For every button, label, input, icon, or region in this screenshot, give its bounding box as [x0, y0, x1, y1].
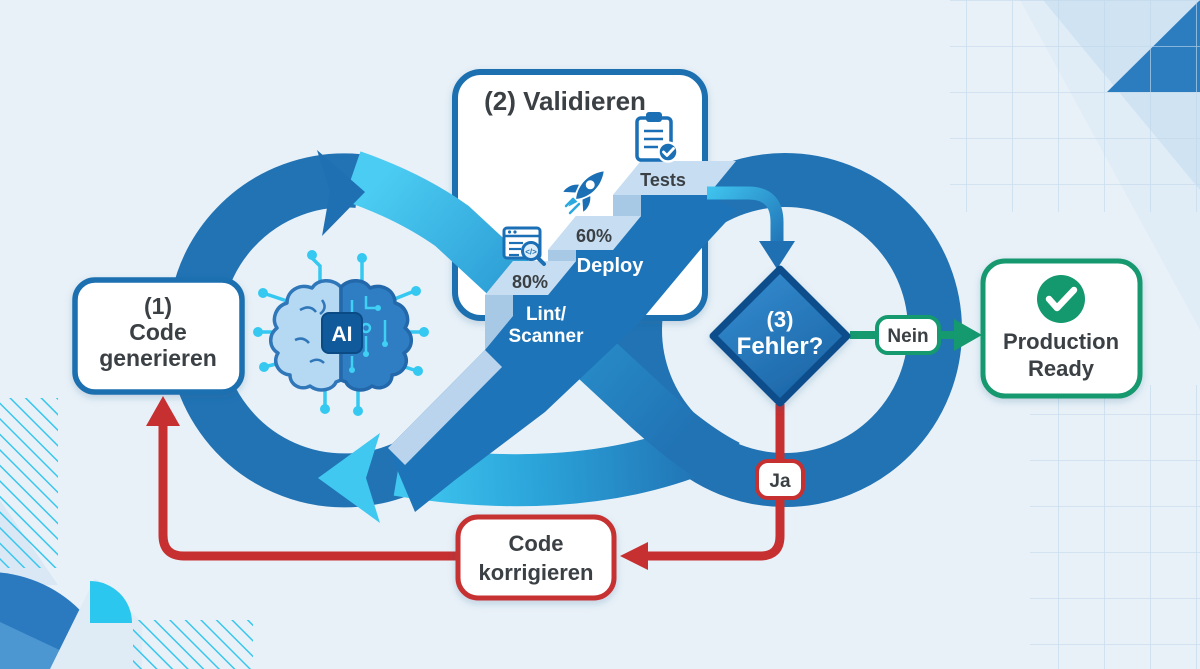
- stair-1-percent: 80%: [512, 272, 548, 292]
- staircase-front-face: [388, 195, 737, 512]
- production-box-frame: [980, 258, 1143, 399]
- no-label-text: Nein: [887, 326, 928, 347]
- no-label: Nein: [875, 315, 941, 355]
- fix-box-line1: Code: [509, 531, 564, 556]
- brain-folds: [294, 299, 326, 364]
- decision-line1: (3): [767, 307, 794, 332]
- tests-to-decision-arrow: [707, 186, 795, 269]
- decision-diamond: [709, 265, 851, 407]
- rocket-icon: [563, 171, 604, 215]
- stair-1-name-line1: Lint/: [526, 304, 567, 325]
- stripes-upper: [0, 398, 58, 568]
- stair-top-3: [613, 161, 736, 195]
- check-circle-icon: [1037, 275, 1085, 323]
- staircase-edge-bevel: [388, 350, 502, 465]
- brain-circuits: [350, 296, 387, 368]
- arrowhead-into-production-icon: [954, 319, 982, 351]
- production-line1: Production: [1003, 329, 1119, 354]
- decoration-top-right: [950, 0, 1200, 330]
- fix-box: [455, 514, 617, 601]
- stair-top-2: [548, 216, 641, 250]
- stair-top-1: [485, 261, 576, 295]
- cyan-quarter-circle: [90, 581, 132, 623]
- yes-label: Ja: [755, 459, 805, 500]
- stair-2-name: Deploy: [577, 255, 645, 277]
- generate-box: [72, 277, 245, 395]
- brain-ai-icon: AI: [253, 250, 429, 416]
- grid-top-right: [950, 0, 1200, 212]
- loop-arrowhead-top-icon: [317, 150, 365, 236]
- fix-box-frame: [455, 514, 617, 601]
- decision-diamond-shape: [709, 265, 851, 407]
- ai-chip-label: AI: [332, 323, 353, 346]
- stair-2-percent: 60%: [576, 226, 612, 246]
- generate-box-line2: Code: [129, 319, 187, 345]
- clipboard-check-icon: [635, 112, 679, 163]
- scanner-code-glyph: </>: [525, 248, 537, 257]
- arrowhead-into-generate-box-icon: [146, 396, 180, 426]
- decision-line2: Fehler?: [737, 333, 824, 360]
- ai-chip: [321, 312, 363, 354]
- stripes-lower: [133, 620, 253, 669]
- yes-label-text: Ja: [769, 471, 791, 492]
- circuit-dots: [253, 250, 429, 416]
- arrowhead-into-fix-box-icon: [620, 542, 648, 570]
- stair-3-label: Tests: [640, 170, 686, 190]
- return-path-segment: [158, 424, 458, 561]
- loop-arrowhead-left-icon: [318, 433, 380, 523]
- production-line2: Ready: [1028, 356, 1095, 381]
- production-box: [980, 258, 1143, 399]
- correction-path: [158, 404, 785, 561]
- stair-1-name-line2: Scanner: [509, 326, 585, 347]
- generate-box-line1: (1): [144, 293, 172, 319]
- generate-box-frame: [72, 277, 245, 395]
- generate-box-line3: generieren: [99, 345, 217, 371]
- validate-box-title: (2) Validieren: [484, 86, 646, 116]
- yes-path-segment: [646, 404, 785, 561]
- decoration-bottom-left: [0, 398, 253, 669]
- grid-bottom-right: [1030, 385, 1200, 669]
- fix-box-line2: korrigieren: [479, 560, 594, 585]
- code-scanner-icon: </>: [502, 226, 546, 266]
- validation-staircase: 80% 60% Tests Lint/ Scanner Deploy: [388, 161, 737, 512]
- brain-right-hemisphere: [339, 279, 413, 392]
